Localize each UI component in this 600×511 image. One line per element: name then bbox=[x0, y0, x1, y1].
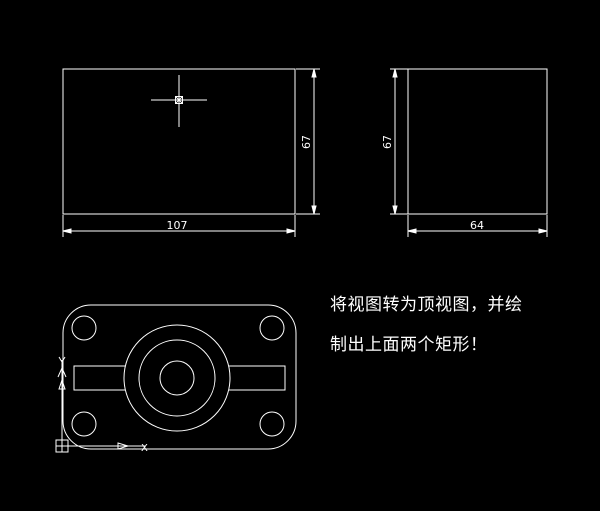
front-height-dimension[interactable] bbox=[296, 68, 320, 215]
top-view-part[interactable] bbox=[62, 304, 297, 450]
crosshair-cursor-icon bbox=[151, 75, 207, 127]
bolt-hole-bottom-left bbox=[71, 411, 97, 437]
ucs-axis-icon bbox=[55, 356, 145, 453]
front-width-dimension[interactable] bbox=[62, 215, 296, 237]
part-outline bbox=[62, 304, 297, 450]
side-width-label: 64 bbox=[470, 219, 484, 232]
front-view-rectangle[interactable] bbox=[62, 68, 296, 215]
outer-boss-circle bbox=[123, 324, 231, 432]
bolt-hole-top-left bbox=[71, 315, 97, 341]
front-height-label: 67 bbox=[300, 135, 313, 149]
center-hole bbox=[159, 360, 195, 396]
bolt-hole-top-right bbox=[259, 315, 285, 341]
front-width-label: 107 bbox=[167, 219, 188, 232]
instruction-line-1: 将视图转为顶视图，并绘 bbox=[330, 295, 523, 315]
instruction-line-2: 制出上面两个矩形！ bbox=[330, 335, 488, 355]
middle-boss-circle bbox=[138, 339, 216, 417]
side-height-label: 67 bbox=[381, 135, 394, 149]
bolt-hole-bottom-right bbox=[259, 411, 285, 437]
side-width-dimension[interactable] bbox=[407, 215, 548, 237]
side-height-dimension[interactable] bbox=[390, 68, 408, 215]
side-view-rectangle[interactable] bbox=[407, 68, 548, 215]
ucs-x-label: X bbox=[141, 443, 148, 454]
